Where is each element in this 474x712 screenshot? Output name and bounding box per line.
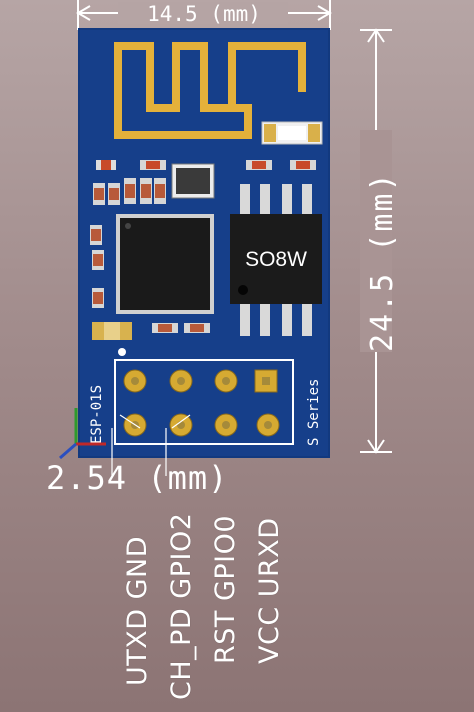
model-label: ESP-01S bbox=[89, 385, 105, 444]
pin-label-col4: VCC URXD bbox=[254, 517, 285, 664]
pin-label-col2: CH_PD GPIO2 bbox=[166, 512, 197, 700]
header-pins bbox=[123, 369, 280, 437]
status-led bbox=[261, 121, 323, 145]
height-dimension-label: 24.5 (mm) bbox=[365, 171, 400, 352]
height-dimension: 24.5 (mm) bbox=[360, 28, 400, 454]
pitch-dimension bbox=[111, 414, 191, 476]
header-outline bbox=[114, 359, 294, 445]
series-label: S Series bbox=[306, 379, 322, 446]
pitch-dimension-label: 2.54 (mm) bbox=[46, 459, 228, 497]
esp8266-chip bbox=[116, 214, 214, 314]
pin1-marker bbox=[118, 348, 126, 356]
pin-label-col1: UTXD GND bbox=[122, 535, 153, 686]
width-dimension-label: 14.5 (mm) bbox=[147, 2, 261, 26]
width-dimension: 14.5 (mm) bbox=[76, 0, 332, 30]
crystal bbox=[171, 163, 215, 199]
pin-label-col3: RST GPIO0 bbox=[210, 514, 241, 664]
flash-chip: SO8W bbox=[230, 184, 322, 336]
flash-chip-label: SO8W bbox=[245, 248, 307, 271]
axis-triad-icon bbox=[59, 408, 106, 460]
pcb-antenna bbox=[114, 42, 306, 139]
smd-components bbox=[90, 160, 316, 340]
